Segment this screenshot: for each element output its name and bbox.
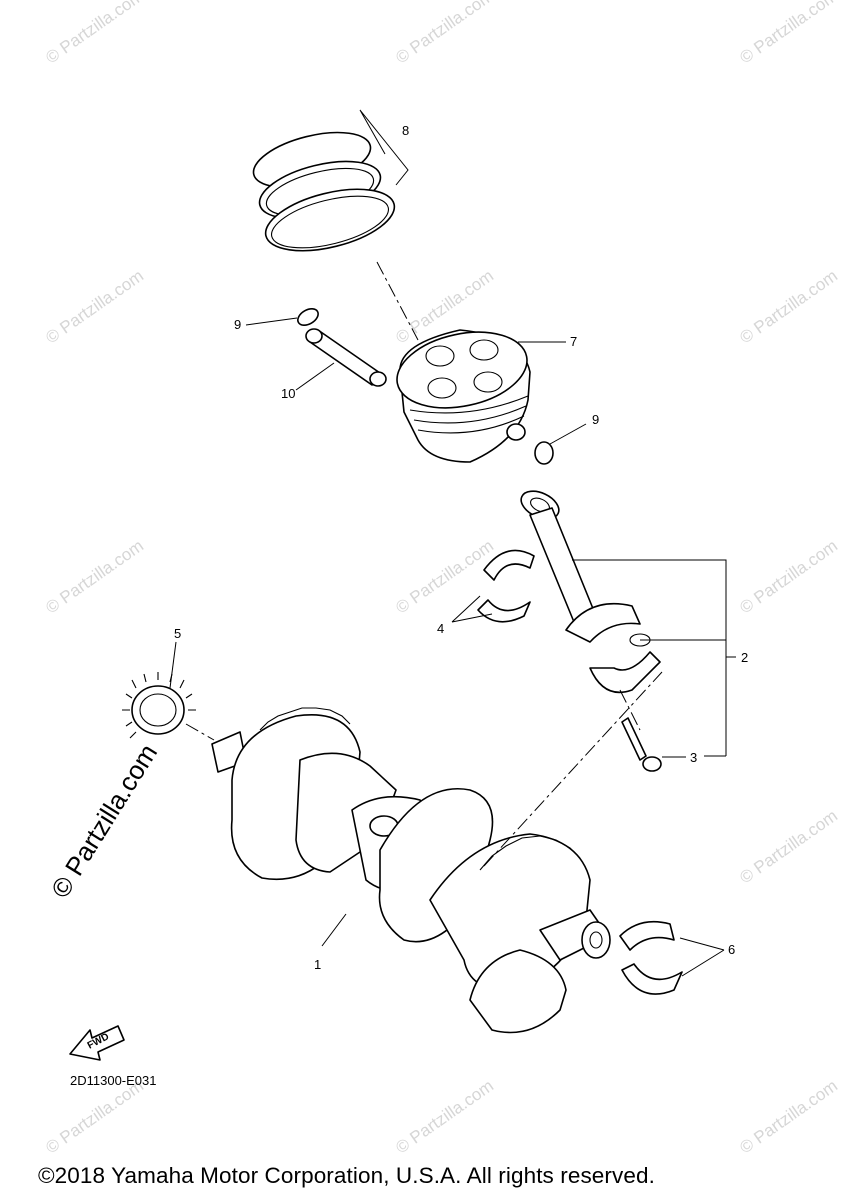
rod-bearings <box>477 549 535 623</box>
leader-8 <box>359 109 409 186</box>
rod-bolt <box>621 717 662 772</box>
circlip-left <box>297 308 319 326</box>
circlip-right <box>534 441 554 465</box>
gear <box>122 672 196 739</box>
leader-9a <box>245 317 298 326</box>
leader-10 <box>295 362 335 391</box>
centerline-bolt <box>619 689 641 731</box>
callout-3: 3 <box>690 750 698 765</box>
leader-4 <box>451 595 493 623</box>
leader-6 <box>679 937 725 977</box>
centerline-piston <box>376 261 419 341</box>
centerline-gear <box>185 723 215 741</box>
callout-6: 6 <box>728 942 736 957</box>
leader-1 <box>321 913 347 947</box>
callout-4: 4 <box>437 621 445 636</box>
callout-5: 5 <box>174 626 182 641</box>
callout-1: 1 <box>314 957 322 972</box>
piston-rings <box>252 131 396 252</box>
crankshaft <box>211 707 611 1034</box>
leader-5 <box>169 641 177 689</box>
diagram-code: 2D11300-E031 <box>70 1073 157 1088</box>
piston <box>396 329 531 463</box>
callout-8: 8 <box>402 123 410 138</box>
fwd-arrow-icon <box>69 1025 125 1061</box>
callout-9-left: 9 <box>234 317 242 332</box>
callout-7: 7 <box>570 334 578 349</box>
piston-pin <box>305 328 387 387</box>
centerline-crankpin <box>483 671 663 867</box>
callout-9-right: 9 <box>592 412 600 427</box>
main-bearings <box>619 920 683 995</box>
callout-2: 2 <box>741 650 749 665</box>
leader-2-bracket <box>572 559 727 757</box>
callout-10: 10 <box>281 386 296 401</box>
leader-9b <box>549 423 587 445</box>
connecting-rod <box>520 490 661 694</box>
copyright-notice: ©2018 Yamaha Motor Corporation, U.S.A. A… <box>38 1163 655 1188</box>
